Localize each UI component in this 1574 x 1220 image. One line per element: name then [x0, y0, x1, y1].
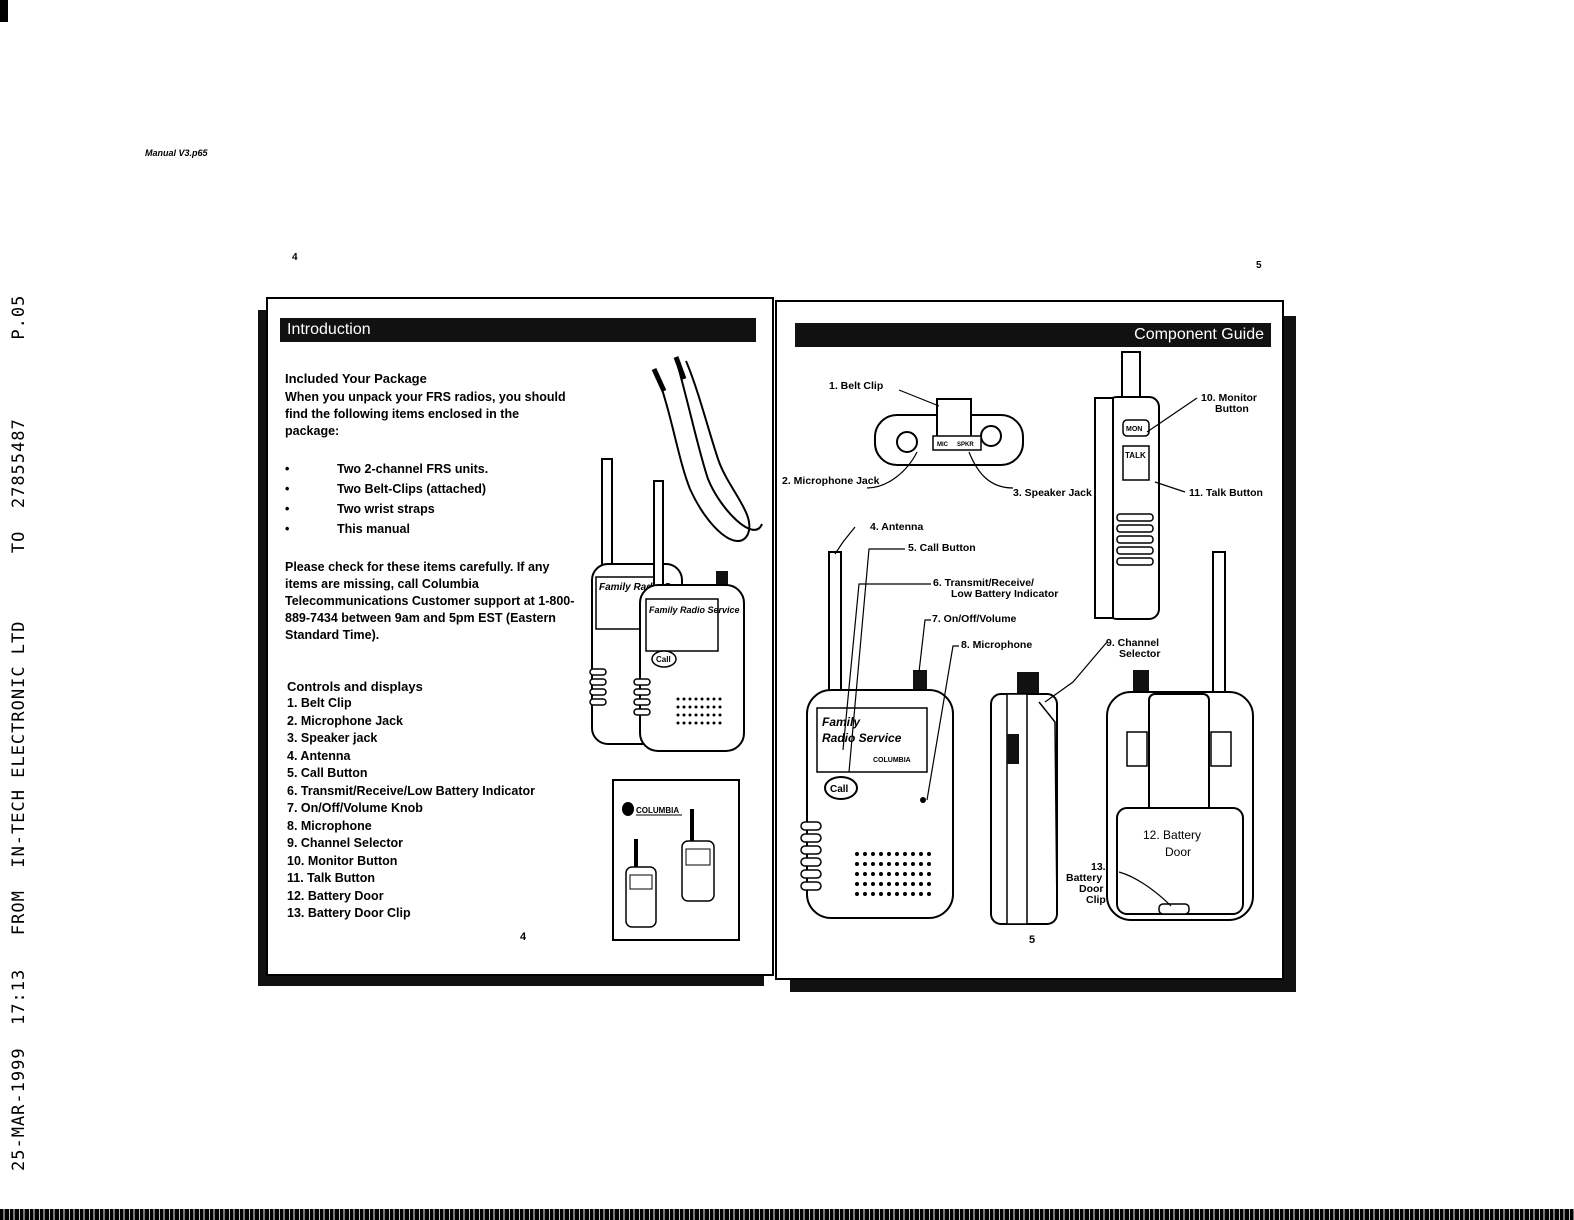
fax-transmission-header: 25-MAR-1999 17:13 FROM IN-TECH ELECTRONI… — [9, 294, 29, 1171]
mic-jack-marking: MIC — [937, 442, 949, 448]
package-intro: When you unpack your FRS radios, you sho… — [285, 390, 566, 438]
list-item: This manual — [285, 519, 545, 539]
list-item: 2. Microphone Jack — [287, 713, 404, 728]
label-microphone-jack: 2. Microphone Jack — [782, 475, 880, 487]
label-call-button: 5. Call Button — [908, 542, 976, 554]
talk-button-marking: TALK — [1125, 451, 1146, 460]
radio-back-view — [1106, 551, 1254, 921]
list-item: 1. Belt Clip — [287, 696, 352, 710]
radio-face-text-2: Radio Service — [822, 731, 902, 745]
label-indicator-line1: 6. Transmit/Receive/ — [933, 577, 1034, 589]
list-item: 13. Battery Door Clip — [287, 906, 411, 920]
call-button-marking: Call — [830, 784, 849, 795]
list-item: 7. On/Off/Volume Knob — [287, 801, 423, 815]
fax-corner-mark — [0, 0, 8, 22]
list-item: 10. Monitor Button — [287, 853, 398, 868]
list-item: 9. Channel Selector — [287, 836, 404, 850]
radio-thin-side-view — [990, 672, 1058, 925]
monitor-button-marking: MON — [1126, 426, 1142, 433]
radio-front-illustration: Family Radio Service Call — [633, 480, 745, 752]
label-talk-button: 11. Talk Button — [1189, 487, 1263, 499]
package-items-list: Two 2-channel FRS units. Two Belt-Clips … — [285, 459, 545, 539]
label-battery-clip-line2: Battery — [1066, 872, 1103, 884]
list-item: 5. Call Button — [287, 766, 368, 780]
file-label: Manual V3.p65 — [145, 148, 208, 158]
radio-front-view: Family Radio Service Call COLUMBIA — [800, 551, 954, 919]
list-item: Two wrist straps — [285, 499, 545, 519]
list-item: 3. Speaker jack — [287, 731, 378, 745]
list-item: 6. Transmit/Receive/Low Battery Indicato… — [287, 783, 535, 798]
list-item: 4. Antenna — [287, 748, 351, 763]
radio-side-view: MON TALK — [1094, 351, 1160, 620]
left-page: Introduction Included Your Package When … — [266, 297, 774, 976]
component-guide-diagram: MIC SPKR MON TALK — [800, 351, 1254, 925]
controls-list: 1. Belt Clip 2. Microphone Jack 3. Speak… — [287, 695, 587, 923]
radio-face-text-1: Family — [822, 715, 861, 729]
list-item: 8. Microphone — [287, 818, 372, 833]
right-page: Component Guide MIC SPKR MON TALK — [775, 300, 1284, 980]
radio-face-text-back: Family Radio S — [599, 582, 671, 593]
list-item: 12. Battery Door — [287, 888, 384, 903]
page-number-right-top: 5 — [1256, 260, 1262, 271]
brand-text-thumbnail: COLUMBIA — [636, 806, 679, 815]
label-battery-clip-line1: 13. — [1091, 861, 1106, 873]
package-heading: Included Your Package — [285, 371, 427, 386]
list-item: 11. Talk Button — [287, 871, 375, 885]
list-item: Two Belt-Clips (attached) — [285, 479, 545, 499]
radio-face-text: Family Radio Service — [649, 605, 740, 615]
label-battery-door-line1: 12. Battery — [1143, 828, 1202, 842]
page-number-left-bottom: 4 — [520, 931, 527, 943]
radio-top-view: MIC SPKR — [874, 398, 1024, 466]
speaker-jack-marking: SPKR — [957, 442, 974, 448]
section-title-component-guide: Component Guide — [795, 323, 1271, 347]
brand-text-front: COLUMBIA — [873, 757, 911, 764]
label-antenna: 4. Antenna — [870, 521, 924, 533]
label-speaker-jack: 3. Speaker Jack — [1013, 487, 1092, 499]
manual-cover-thumbnail: COLUMBIA — [612, 779, 740, 941]
page-number-right-bottom: 5 — [1029, 934, 1036, 946]
label-channel-selector-line2: Selector — [1119, 648, 1161, 660]
controls-heading: Controls and displays — [287, 679, 423, 694]
label-monitor-line1: 10. Monitor — [1201, 392, 1258, 404]
fax-bottom-edge — [0, 1209, 1574, 1220]
list-item: Two 2-channel FRS units. — [285, 459, 545, 479]
package-radios-illustration: Family Radio S Family Radio Service Call — [589, 356, 763, 752]
label-battery-door-line2: Door — [1165, 845, 1192, 859]
label-battery-clip-line4: Clip — [1086, 894, 1106, 906]
label-indicator-line2: Low Battery Indicator — [951, 588, 1059, 600]
label-monitor-line2: Button — [1215, 403, 1249, 415]
label-belt-clip: 1. Belt Clip — [829, 380, 884, 392]
label-battery-clip-line3: Door — [1079, 883, 1104, 895]
label-microphone: 8. Microphone — [961, 639, 1033, 651]
section-title-introduction: Introduction — [280, 318, 756, 342]
call-button-label: Call — [656, 655, 671, 664]
label-on-off-volume: 7. On/Off/Volume — [932, 613, 1017, 625]
page-number-left-top: 4 — [292, 252, 298, 263]
check-items-text: Please check for these items carefully. … — [285, 560, 575, 642]
label-channel-selector-line1: 9. Channel — [1106, 637, 1160, 649]
